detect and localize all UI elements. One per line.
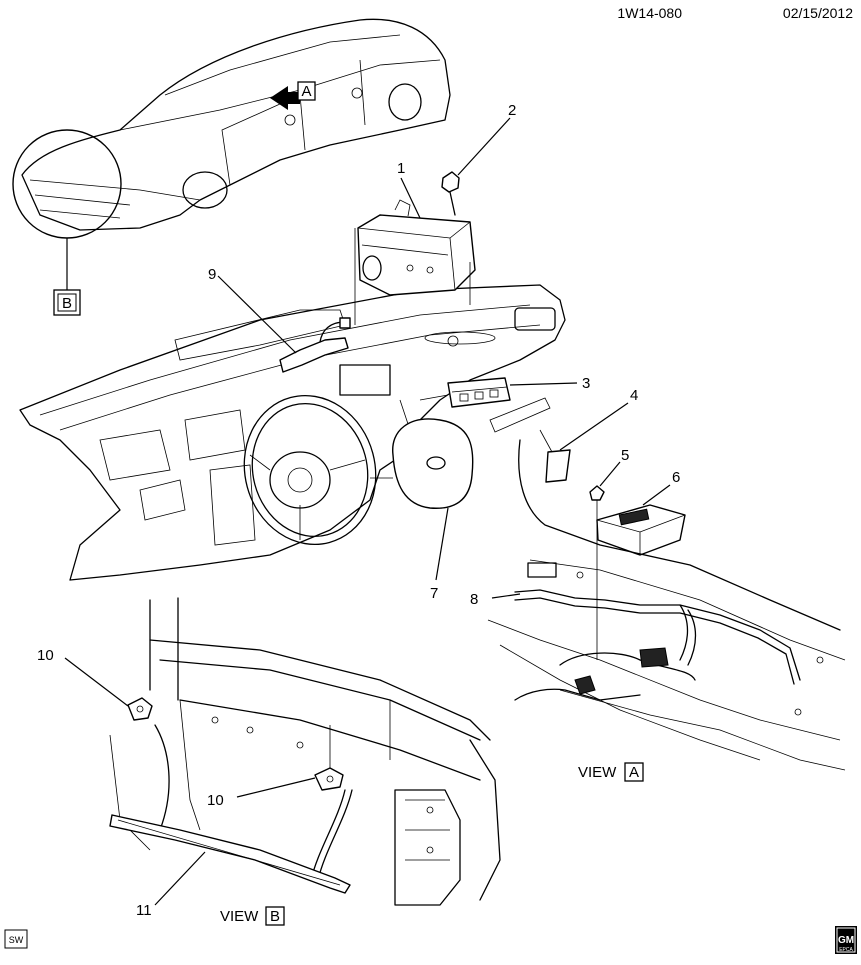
instrument-panel	[19, 284, 566, 581]
gm-logo-text: GM	[838, 935, 854, 946]
part-7-driver-airbag	[370, 418, 474, 509]
part-2-bolt	[441, 171, 460, 216]
callout-2: 2	[508, 102, 516, 119]
view-a-label-letter: A	[629, 764, 639, 781]
callout-10-right: 10	[207, 792, 224, 809]
view-a-arrow-icon	[270, 86, 300, 110]
view-a-arrow-letter: A	[301, 83, 311, 100]
callout-7: 7	[430, 585, 438, 602]
view-b-circle-letter: B	[62, 295, 72, 312]
part-5-nut	[589, 485, 605, 660]
part-6-sensing-module	[596, 504, 686, 556]
view-b-label-box	[265, 906, 285, 926]
callout-5: 5	[621, 447, 629, 464]
view-b-front-structure	[109, 597, 501, 906]
part-10-impact-sensor-right	[314, 767, 344, 791]
callout-4: 4	[630, 387, 638, 404]
view-a-floor	[487, 439, 846, 771]
footer-code-box	[4, 929, 28, 949]
callout-3: 3	[582, 375, 590, 392]
gm-logo-subtext: EPCA	[839, 947, 853, 953]
view-b-label: VIEW	[220, 908, 259, 925]
callout-10-left: 10	[37, 647, 54, 664]
callout-11: 11	[136, 902, 152, 919]
callout-9: 9	[208, 266, 216, 283]
part-1-passenger-airbag	[357, 199, 476, 296]
view-b-detail-circle	[12, 129, 122, 239]
part-9-harness	[279, 317, 351, 373]
steering-wheel	[243, 394, 377, 546]
part-3-switch	[447, 377, 511, 408]
diagram-id: 1W14-080	[617, 5, 682, 21]
view-a-arrow-box	[297, 81, 316, 101]
gm-logo	[835, 926, 857, 954]
part-11-bumper-strip	[109, 814, 351, 894]
callout-1: 1	[397, 160, 405, 177]
part-10-impact-sensor-left	[127, 697, 153, 721]
footer-code: SW	[9, 935, 24, 945]
part-4-trim-cover	[539, 429, 571, 483]
callout-8: 8	[470, 591, 478, 608]
view-a-label-box	[624, 762, 644, 782]
view-b-label-letter: B	[270, 908, 280, 925]
diagram-date: 02/15/2012	[783, 5, 853, 21]
callout-6: 6	[672, 469, 680, 486]
view-a-label: VIEW	[578, 764, 617, 781]
vehicle-outline	[21, 18, 451, 231]
